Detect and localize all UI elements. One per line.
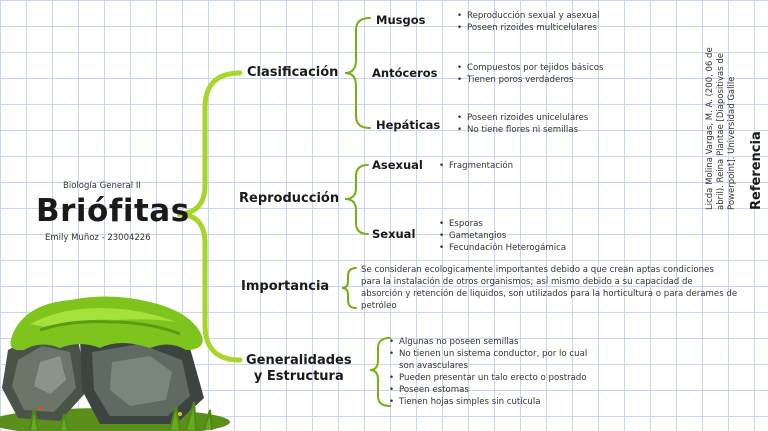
list-item: Poseen rizoides unicelulares	[455, 112, 588, 124]
list-item: Fragmentación	[437, 160, 513, 172]
category-generalidades-line2: y Estructura	[253, 369, 344, 384]
importancia-line: petróleo	[361, 301, 397, 311]
list-item: Esporas	[437, 218, 566, 230]
list-item: Algunas no poseen semillas	[387, 336, 587, 348]
hepaticas-list: Poseen rizoides unicelulares No tiene fl…	[455, 112, 588, 136]
importancia-line: para la instalación de otros organismos;…	[361, 277, 693, 287]
node-hepaticas: Hepáticas	[376, 118, 441, 132]
author-label: Emily Muñoz - 23004226	[45, 233, 151, 243]
list-item: Pueden presentar un talo erecto o postra…	[387, 372, 587, 384]
subject-label: Biología General II	[63, 181, 141, 191]
importancia-line: absorción y retención de liquidos, son u…	[361, 289, 738, 299]
list-item: No tienen un sistema conductor, por lo c…	[387, 348, 587, 360]
generalidades-list: Algunas no poseen semillas No tienen un …	[387, 336, 587, 408]
reference-line: abril). Reina Plantae [Diapositivas de	[716, 52, 726, 210]
musgos-list: Reproducción sexual y asexual Poseen riz…	[455, 10, 600, 34]
list-item: Tienen poros verdaderos	[455, 74, 604, 86]
page-title: Briófitas	[36, 193, 190, 229]
reproduccion-brace	[344, 164, 369, 235]
importancia-brace	[341, 267, 357, 309]
sexual-list: Esporas Gametangios Fecundación Heterogá…	[437, 218, 566, 254]
list-item: No tiene flores ni semillas	[455, 124, 588, 136]
list-item: Poseen rizoides multicelulares	[455, 22, 600, 34]
category-clasificacion: Clasificación	[247, 65, 339, 80]
list-item: Fecundación Heterogámica	[437, 242, 566, 254]
clasificacion-brace	[344, 17, 371, 129]
category-generalidades: Generalidades y Estructura	[246, 353, 352, 385]
reference-line: Licda Molina Vargas, M. A. (200, 06 de	[705, 47, 715, 210]
node-musgos: Musgos	[376, 13, 426, 27]
category-generalidades-line1: Generalidades	[246, 353, 352, 368]
reference-text: Licda Molina Vargas, M. A. (200, 06 de a…	[705, 20, 738, 210]
antoceros-list: Compuestos por tejidos básicos Tienen po…	[455, 62, 604, 86]
list-item: Poseen estomas	[387, 384, 587, 396]
node-antoceros: Antóceros	[372, 66, 438, 80]
importancia-line: Se consideran ecologicamente importantes…	[361, 265, 714, 275]
reference-title: Referencia	[749, 131, 764, 210]
mossy-rock-illustration	[0, 296, 230, 431]
list-item-continuation: son avasculares	[399, 361, 468, 371]
category-reproduccion: Reproducción	[239, 191, 340, 206]
category-importancia: Importancia	[241, 279, 330, 294]
asexual-list: Fragmentación	[437, 160, 513, 172]
list-item: Gametangios	[437, 230, 566, 242]
reference-line: Powerpoint]. Universidad Galile	[727, 76, 737, 210]
list-item: Compuestos por tejidos básicos	[455, 62, 604, 74]
node-sexual: Sexual	[372, 227, 416, 241]
node-asexual: Asexual	[372, 158, 423, 172]
list-item: Tienen hojas simples sin cutícula	[387, 396, 587, 408]
reference-block: Referencia Licda Molina Vargas, M. A. (2…	[705, 20, 765, 210]
list-item: Reproducción sexual y asexual	[455, 10, 600, 22]
importancia-text: Se consideran ecologicamente importantes…	[361, 264, 761, 312]
